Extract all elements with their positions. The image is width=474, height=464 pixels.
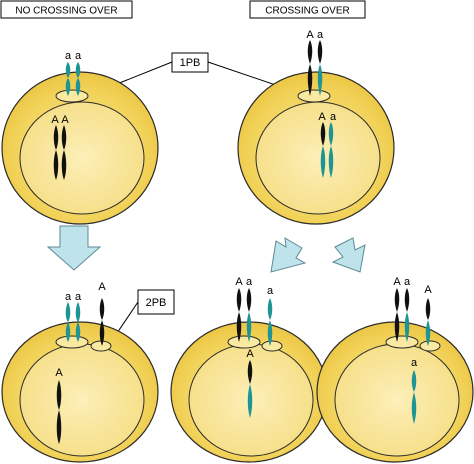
cell-bottom-middle: A a a A	[170, 276, 328, 463]
down-arrow-icon	[46, 225, 102, 271]
cell-top-right: A a A a	[237, 29, 395, 225]
allele-label: a	[404, 276, 411, 288]
chromosome-recombinant-top	[247, 360, 253, 384]
chromosome-recombinant-top	[317, 40, 323, 64]
allele-label: A	[246, 348, 254, 360]
chromosome-recessive	[328, 122, 334, 178]
chromosome-recombinant-bottom	[317, 64, 323, 96]
allele-label: a	[65, 50, 72, 62]
cell-top-left: a a A A	[1, 50, 159, 225]
allele-label: a	[65, 291, 72, 303]
allele-label: A	[51, 114, 59, 126]
header-crossing-over-label: CROSSING OVER	[265, 6, 349, 17]
second-polar-body-label: 2PB	[146, 297, 167, 309]
chromosome-dominant	[236, 288, 242, 342]
chromosome-dominant	[99, 298, 105, 346]
chromosome-dominant	[394, 288, 400, 342]
nucleus	[19, 343, 145, 457]
chromosome-dominant	[61, 125, 67, 180]
allele-label: a	[75, 291, 82, 303]
down-left-arrow-icon	[270, 237, 307, 273]
chromosome-recombinant-bottom	[404, 312, 410, 342]
allele-label: a	[267, 285, 274, 297]
allele-label: A	[424, 284, 432, 296]
second-polar-body	[419, 340, 441, 352]
header-no-crossing-over-label: NO CROSSING OVER	[15, 6, 117, 17]
allele-label: A	[306, 29, 314, 41]
allele-label: a	[317, 29, 324, 41]
allele-label: A	[235, 276, 243, 288]
second-polar-body	[261, 340, 283, 352]
allele-label: A	[55, 367, 63, 379]
first-polar-body	[385, 335, 419, 349]
chromosome-recombinant-top	[246, 288, 252, 312]
header-crossing-over: CROSSING OVER	[249, 0, 366, 19]
chromosome-recombinant-bottom	[247, 384, 253, 418]
chromosome-recessive	[65, 302, 71, 342]
cell-bottom-left: a a A A	[1, 281, 159, 463]
first-polar-body-label: 1PB	[180, 57, 201, 69]
cell-bottom-right: A a A a	[316, 276, 474, 463]
polar-body	[297, 89, 331, 103]
chromosome-recombinant-top	[425, 298, 431, 320]
down-right-arrow-icon	[331, 237, 366, 273]
nucleus	[334, 343, 460, 457]
first-polar-body	[227, 335, 261, 349]
chromosome-recessive	[267, 298, 273, 346]
allele-label: A	[318, 111, 326, 123]
first-polar-body	[55, 335, 89, 349]
chromosome-recombinant-top	[404, 288, 410, 312]
chromosome-dominant	[53, 125, 59, 180]
chromosome-recombinant-bottom	[320, 146, 326, 178]
polar-body	[55, 89, 89, 103]
arrows	[46, 225, 366, 273]
second-polar-body-callout: 2PB	[110, 289, 175, 343]
allele-label: a	[330, 111, 337, 123]
allele-label: a	[246, 276, 253, 288]
chromosome-recessive	[411, 370, 417, 424]
chromosome-recessive	[65, 62, 71, 96]
allele-label: A	[61, 114, 69, 126]
chromosome-dominant	[56, 380, 62, 444]
chromosome-recessive	[75, 302, 81, 342]
chromosome-recombinant-bottom	[246, 312, 252, 342]
chromosome-recombinant-bottom	[425, 320, 431, 346]
chromosome-dominant	[307, 40, 313, 96]
nucleus	[19, 101, 145, 215]
allele-label: A	[393, 276, 401, 288]
allele-label: a	[75, 50, 82, 62]
allele-label: a	[411, 357, 418, 369]
header-no-crossing-over: NO CROSSING OVER	[0, 0, 133, 19]
chromosome-recombinant-top	[320, 122, 326, 146]
allele-label: A	[98, 281, 106, 293]
chromosome-recessive	[75, 62, 81, 96]
